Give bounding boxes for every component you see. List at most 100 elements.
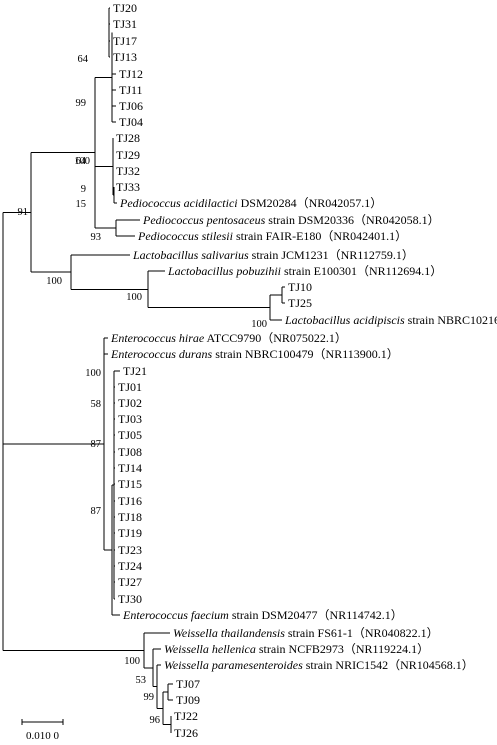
bootstrap-value: 100 <box>85 368 101 379</box>
leaf-label-text: TJ26 <box>174 726 198 740</box>
leaf-label-text: TJ16 <box>118 494 142 508</box>
strain-accession: ATCC9790（NR075022.1） <box>204 331 347 345</box>
leaf-label: Enterococcus durans strain NBRC100479（NR… <box>110 347 399 361</box>
leaf-label: TJ32 <box>116 164 140 178</box>
scale-bar-label: 0.010 0 <box>26 730 60 742</box>
leaf-label: Enterococcus hirae ATCC9790（NR075022.1） <box>110 331 347 345</box>
leaf-label-text: TJ17 <box>113 34 137 48</box>
leaf-label-text: TJ32 <box>116 164 140 178</box>
leaf-label: TJ33 <box>116 180 140 194</box>
strain-accession: strain JCM1231（NR112759.1） <box>249 248 414 262</box>
leaf-label: TJ29 <box>116 148 140 162</box>
strain-accession: strain NBRC100479（NR113900.1） <box>212 347 399 361</box>
leaf-label: TJ10 <box>288 280 312 294</box>
leaf-label: TJ24 <box>118 559 142 573</box>
leaf-label: TJ14 <box>118 461 142 475</box>
bootstrap-labels: 6499100649159193100100100100588787100539… <box>18 54 268 726</box>
bootstrap-value: 100 <box>251 319 267 330</box>
leaf-label: TJ30 <box>118 592 142 606</box>
species-name: Pediococcus pentosaceus <box>142 213 266 227</box>
leaf-label-text: TJ24 <box>118 559 142 573</box>
leaf-label: Enterococcus faecium strain DSM20477（NR1… <box>122 608 403 622</box>
bootstrap-value: 9 <box>81 184 86 195</box>
leaf-label: TJ15 <box>118 477 142 491</box>
leaf-label-text: TJ21 <box>123 364 147 378</box>
leaf-label: TJ09 <box>176 693 200 707</box>
bootstrap-value: 99 <box>76 98 87 109</box>
leaf-label: TJ06 <box>119 99 143 113</box>
leaf-label-text: TJ03 <box>118 412 142 426</box>
leaf-label: Weissella thailandensis strain FS61-1（NR… <box>173 626 439 640</box>
strain-accession: strain NCFB2973（NR119224.1） <box>256 642 429 656</box>
leaf-label: TJ22 <box>174 709 198 723</box>
strain-accession: DSM20284（NR042057.1） <box>238 196 383 210</box>
leaf-label-text: TJ10 <box>288 280 312 294</box>
species-name: Lactobacillus pobuzihii <box>167 264 281 278</box>
bootstrap-value: 53 <box>136 675 147 686</box>
species-name: Pediococcus acidilactici <box>119 196 238 210</box>
species-name: Weissella thailandensis <box>173 626 285 640</box>
leaf-label-text: TJ02 <box>118 396 142 410</box>
leaf-label: TJ02 <box>118 396 142 410</box>
leaf-label-text: TJ28 <box>116 131 140 145</box>
leaf-label-text: TJ27 <box>118 575 142 589</box>
species-name: Enterococcus faecium <box>122 608 229 622</box>
species-name: Lactobacillus salivarius <box>132 248 249 262</box>
leaf-label-text: TJ01 <box>118 380 142 394</box>
species-name: Enterococcus hirae <box>110 331 205 345</box>
leaf-label: Pediococcus pentosaceus strain DSM20336（… <box>142 213 440 227</box>
leaf-label: TJ05 <box>118 428 142 442</box>
strain-accession: strain DSM20336（NR042058.1） <box>265 213 439 227</box>
bootstrap-value: 58 <box>91 399 102 410</box>
bootstrap-value: 93 <box>91 232 102 243</box>
leaf-label: TJ03 <box>118 412 142 426</box>
bootstrap-value: 87 <box>91 506 102 517</box>
leaf-label-text: TJ13 <box>113 50 137 64</box>
leaf-label: TJ04 <box>119 115 143 129</box>
leaf-label-text: TJ04 <box>119 115 143 129</box>
bootstrap-value: 96 <box>150 715 161 726</box>
leaf-label: TJ28 <box>116 131 140 145</box>
species-name: Pediococcus stilesii <box>137 229 233 243</box>
leaf-label: TJ08 <box>118 445 142 459</box>
leaf-label: TJ17 <box>113 34 137 48</box>
leaf-label-text: TJ19 <box>118 526 142 540</box>
leaf-labels: TJ20TJ31TJ17TJ13TJ12TJ11TJ06TJ04TJ28TJ29… <box>110 1 497 740</box>
leaf-label: TJ23 <box>118 543 142 557</box>
bootstrap-value: 100 <box>74 156 90 167</box>
bootstrap-value: 99 <box>144 692 155 703</box>
bootstrap-value: 15 <box>76 199 87 210</box>
leaf-label: TJ19 <box>118 526 142 540</box>
leaf-label-text: TJ09 <box>176 693 200 707</box>
leaf-label-text: TJ11 <box>119 83 143 97</box>
leaf-label: Weissella paramesenteroides strain NRIC1… <box>164 658 474 672</box>
leaf-label-text: TJ06 <box>119 99 143 113</box>
leaf-label-text: TJ25 <box>288 296 312 310</box>
leaf-label-text: TJ33 <box>116 180 140 194</box>
leaf-label: TJ12 <box>119 67 143 81</box>
species-name: Enterococcus durans <box>110 347 213 361</box>
strain-accession: strain NRIC1542（NR104568.1） <box>303 658 474 672</box>
leaf-label: TJ25 <box>288 296 312 310</box>
strain-accession: strain E100301（NR112694.1） <box>281 264 442 278</box>
leaf-label: Lactobacillus acidipiscis strain NBRC102… <box>284 313 497 327</box>
bootstrap-value: 100 <box>46 276 62 287</box>
strain-accession: strain NBRC102163（NR112693.1） <box>405 313 497 327</box>
leaf-label-text: TJ15 <box>118 477 142 491</box>
leaf-label-text: TJ14 <box>118 461 142 475</box>
leaf-label-text: TJ12 <box>119 67 143 81</box>
bootstrap-value: 64 <box>76 156 87 167</box>
bootstrap-value: 91 <box>18 207 29 218</box>
leaf-label: TJ26 <box>174 726 198 740</box>
species-name: Weissella hellenica <box>164 642 256 656</box>
leaf-label: TJ18 <box>118 510 142 524</box>
leaf-label: Pediococcus stilesii strain FAIR-E180（NR… <box>137 229 407 243</box>
leaf-label: Weissella hellenica strain NCFB2973（NR11… <box>164 642 429 656</box>
leaf-label: TJ27 <box>118 575 142 589</box>
leaf-label-text: TJ31 <box>113 17 137 31</box>
leaf-label: TJ07 <box>176 677 200 691</box>
leaf-label-text: TJ29 <box>116 148 140 162</box>
leaf-label-text: TJ30 <box>118 592 142 606</box>
leaf-label-text: TJ05 <box>118 428 142 442</box>
bootstrap-value: 100 <box>126 292 142 303</box>
